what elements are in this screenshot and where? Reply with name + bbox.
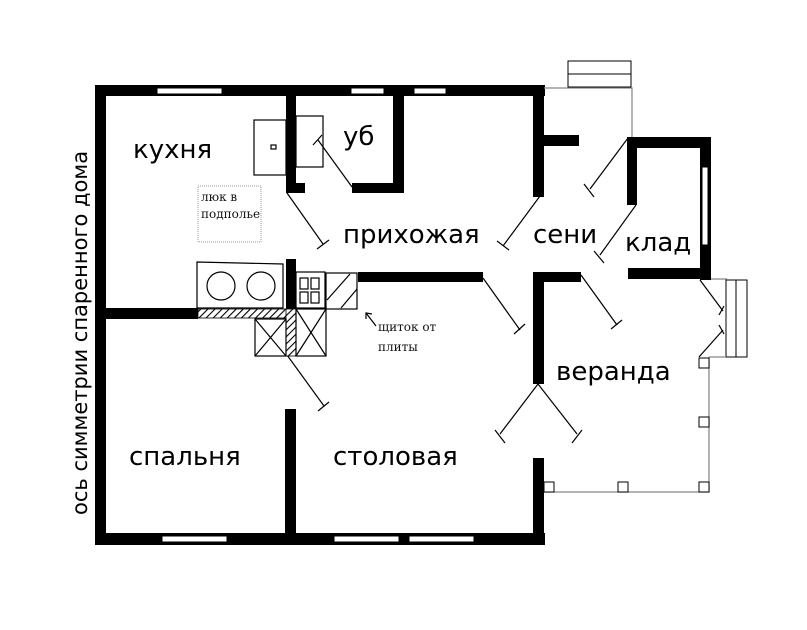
room-label-entry: сени xyxy=(533,220,597,250)
shield-note-line1: щиток от xyxy=(378,320,437,334)
veranda-steps xyxy=(709,279,748,358)
stove-shield-note: щиток от плиты xyxy=(365,312,437,354)
hatch-note-line2: подполье xyxy=(201,207,260,221)
storage-walls xyxy=(627,137,711,280)
windows xyxy=(156,87,475,543)
room-label-hallway: прихожая xyxy=(343,220,480,250)
entry-steps-top xyxy=(567,60,632,88)
stove-shield xyxy=(325,272,358,310)
stove xyxy=(196,261,284,309)
chimney xyxy=(254,308,327,357)
room-label-veranda: веранда xyxy=(556,357,671,387)
room-label-storage: клад xyxy=(625,228,691,258)
oven-door xyxy=(295,271,326,309)
room-label-dining: столовая xyxy=(333,442,458,472)
shield-note-line2: плиты xyxy=(378,340,418,354)
doors xyxy=(286,134,725,444)
floor-hatch: люк в подполье xyxy=(197,185,262,243)
interior-walls xyxy=(95,85,581,545)
room-label-kitchen: кухня xyxy=(133,135,212,165)
stove-firewall xyxy=(197,308,297,357)
veranda-posts xyxy=(543,357,710,493)
hatch-note-line1: люк в xyxy=(201,190,237,204)
symmetry-axis-label: ось симметрии спаренного дома xyxy=(68,151,92,515)
sink xyxy=(253,115,324,176)
room-label-bedroom: спальня xyxy=(129,442,241,472)
room-label-bathroom: уб xyxy=(343,122,374,152)
